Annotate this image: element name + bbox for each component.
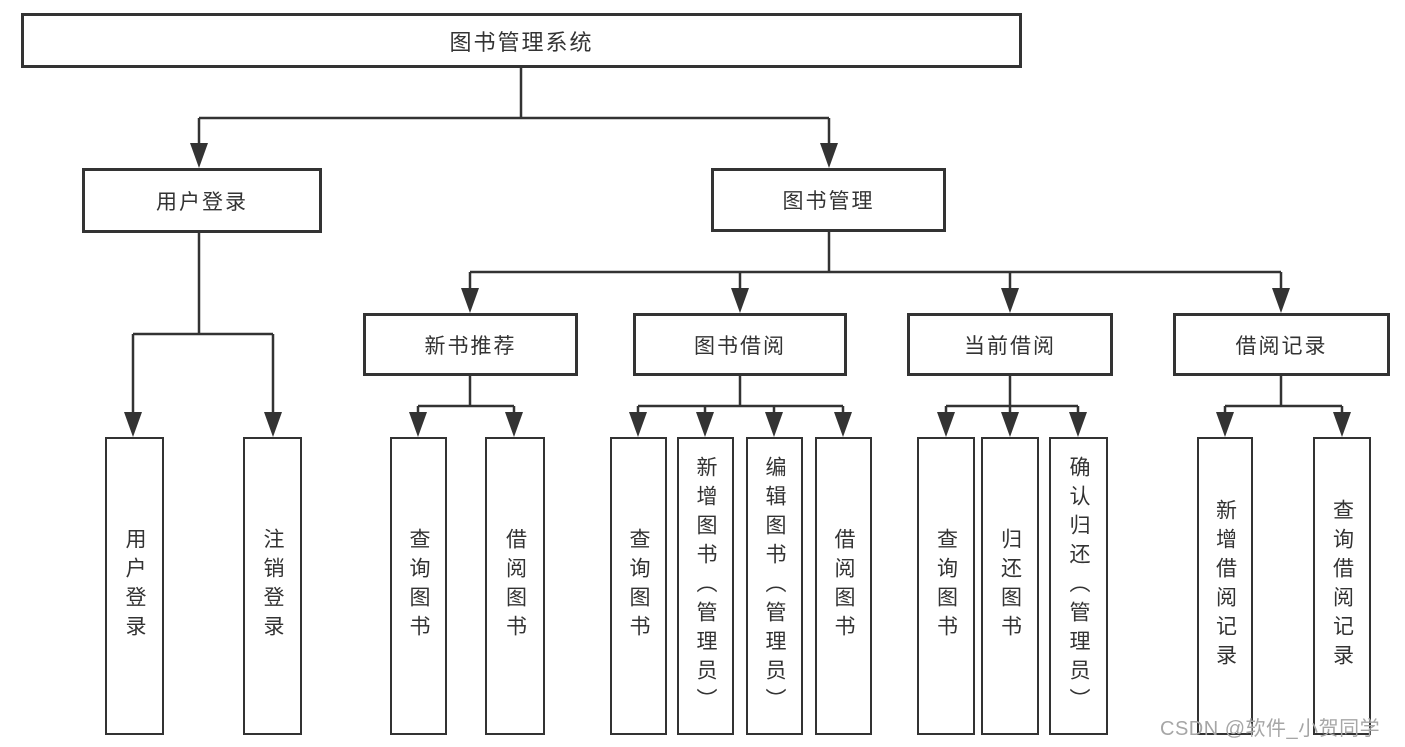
node-book-borrowing: 图书借阅 bbox=[633, 313, 847, 376]
node-user-login: 用户登录 bbox=[82, 168, 322, 233]
connector-new-book-recommendation-to-leaves bbox=[416, 376, 516, 414]
connector-root-to-level2 bbox=[197, 68, 831, 145]
leaf-logout-login-label: 注销登录 bbox=[261, 528, 284, 644]
node-current-borrowing-label: 当前借阅 bbox=[964, 334, 1056, 358]
leaf-user-login-label: 用户登录 bbox=[123, 528, 146, 644]
leaf-query-books-current: 查询图书 bbox=[917, 437, 975, 735]
connector-current-borrowing-to-leaves bbox=[944, 376, 1080, 414]
leaf-query-books-borrowing-label: 查询图书 bbox=[627, 528, 650, 644]
node-user-login-label: 用户登录 bbox=[156, 190, 248, 214]
leaf-query-borrow-record: 查询借阅记录 bbox=[1313, 437, 1371, 735]
node-borrowing-records: 借阅记录 bbox=[1173, 313, 1390, 376]
node-new-book-recommendation-label: 新书推荐 bbox=[424, 334, 517, 358]
leaf-edit-book-admin: 编辑图书（管理员） bbox=[746, 437, 803, 735]
leaf-query-books-recommend: 查询图书 bbox=[390, 437, 447, 735]
leaf-query-borrow-record-label: 查询借阅记录 bbox=[1330, 499, 1354, 673]
leaf-user-login: 用户登录 bbox=[105, 437, 164, 735]
connector-borrowing-records-to-leaves bbox=[1223, 376, 1344, 414]
node-root: 图书管理系统 bbox=[21, 13, 1022, 68]
leaf-add-borrow-record-label: 新增借阅记录 bbox=[1213, 499, 1237, 673]
leaf-edit-book-admin-label: 编辑图书（管理员） bbox=[763, 455, 786, 717]
leaf-add-borrow-record: 新增借阅记录 bbox=[1197, 437, 1253, 735]
leaf-query-books-borrowing: 查询图书 bbox=[610, 437, 667, 735]
leaf-add-book-admin-label: 新增图书（管理员） bbox=[694, 455, 717, 717]
node-new-book-recommendation: 新书推荐 bbox=[363, 313, 578, 376]
connector-book-borrowing-to-leaves bbox=[636, 376, 845, 414]
leaf-confirm-return-admin-label: 确认归还（管理员） bbox=[1067, 455, 1090, 717]
leaf-query-books-recommend-label: 查询图书 bbox=[407, 528, 430, 644]
node-book-borrowing-label: 图书借阅 bbox=[694, 334, 786, 358]
leaf-return-book-label: 归还图书 bbox=[998, 528, 1022, 644]
node-book-management: 图书管理 bbox=[711, 168, 946, 232]
node-borrowing-records-label: 借阅记录 bbox=[1235, 334, 1328, 358]
leaf-borrow-books-borrowing-label: 借阅图书 bbox=[832, 528, 855, 644]
node-current-borrowing: 当前借阅 bbox=[907, 313, 1113, 376]
watermark-text: CSDN @软件_小贺同学 bbox=[1160, 718, 1381, 740]
leaf-return-book: 归还图书 bbox=[981, 437, 1039, 735]
leaf-query-books-current-label: 查询图书 bbox=[934, 528, 958, 644]
connector-book-management-to-level3 bbox=[468, 232, 1283, 290]
leaf-confirm-return-admin: 确认归还（管理员） bbox=[1049, 437, 1108, 735]
node-root-label: 图书管理系统 bbox=[449, 29, 594, 55]
connector-user-login-to-leaves bbox=[131, 233, 275, 414]
leaf-borrow-books-recommend-label: 借阅图书 bbox=[503, 528, 527, 644]
leaf-logout-login: 注销登录 bbox=[243, 437, 302, 735]
leaf-borrow-books-recommend: 借阅图书 bbox=[485, 437, 545, 735]
leaf-add-book-admin: 新增图书（管理员） bbox=[677, 437, 734, 735]
arrowheads bbox=[124, 143, 1351, 437]
node-book-management-label: 图书管理 bbox=[782, 190, 875, 213]
leaf-borrow-books-borrowing: 借阅图书 bbox=[815, 437, 872, 735]
